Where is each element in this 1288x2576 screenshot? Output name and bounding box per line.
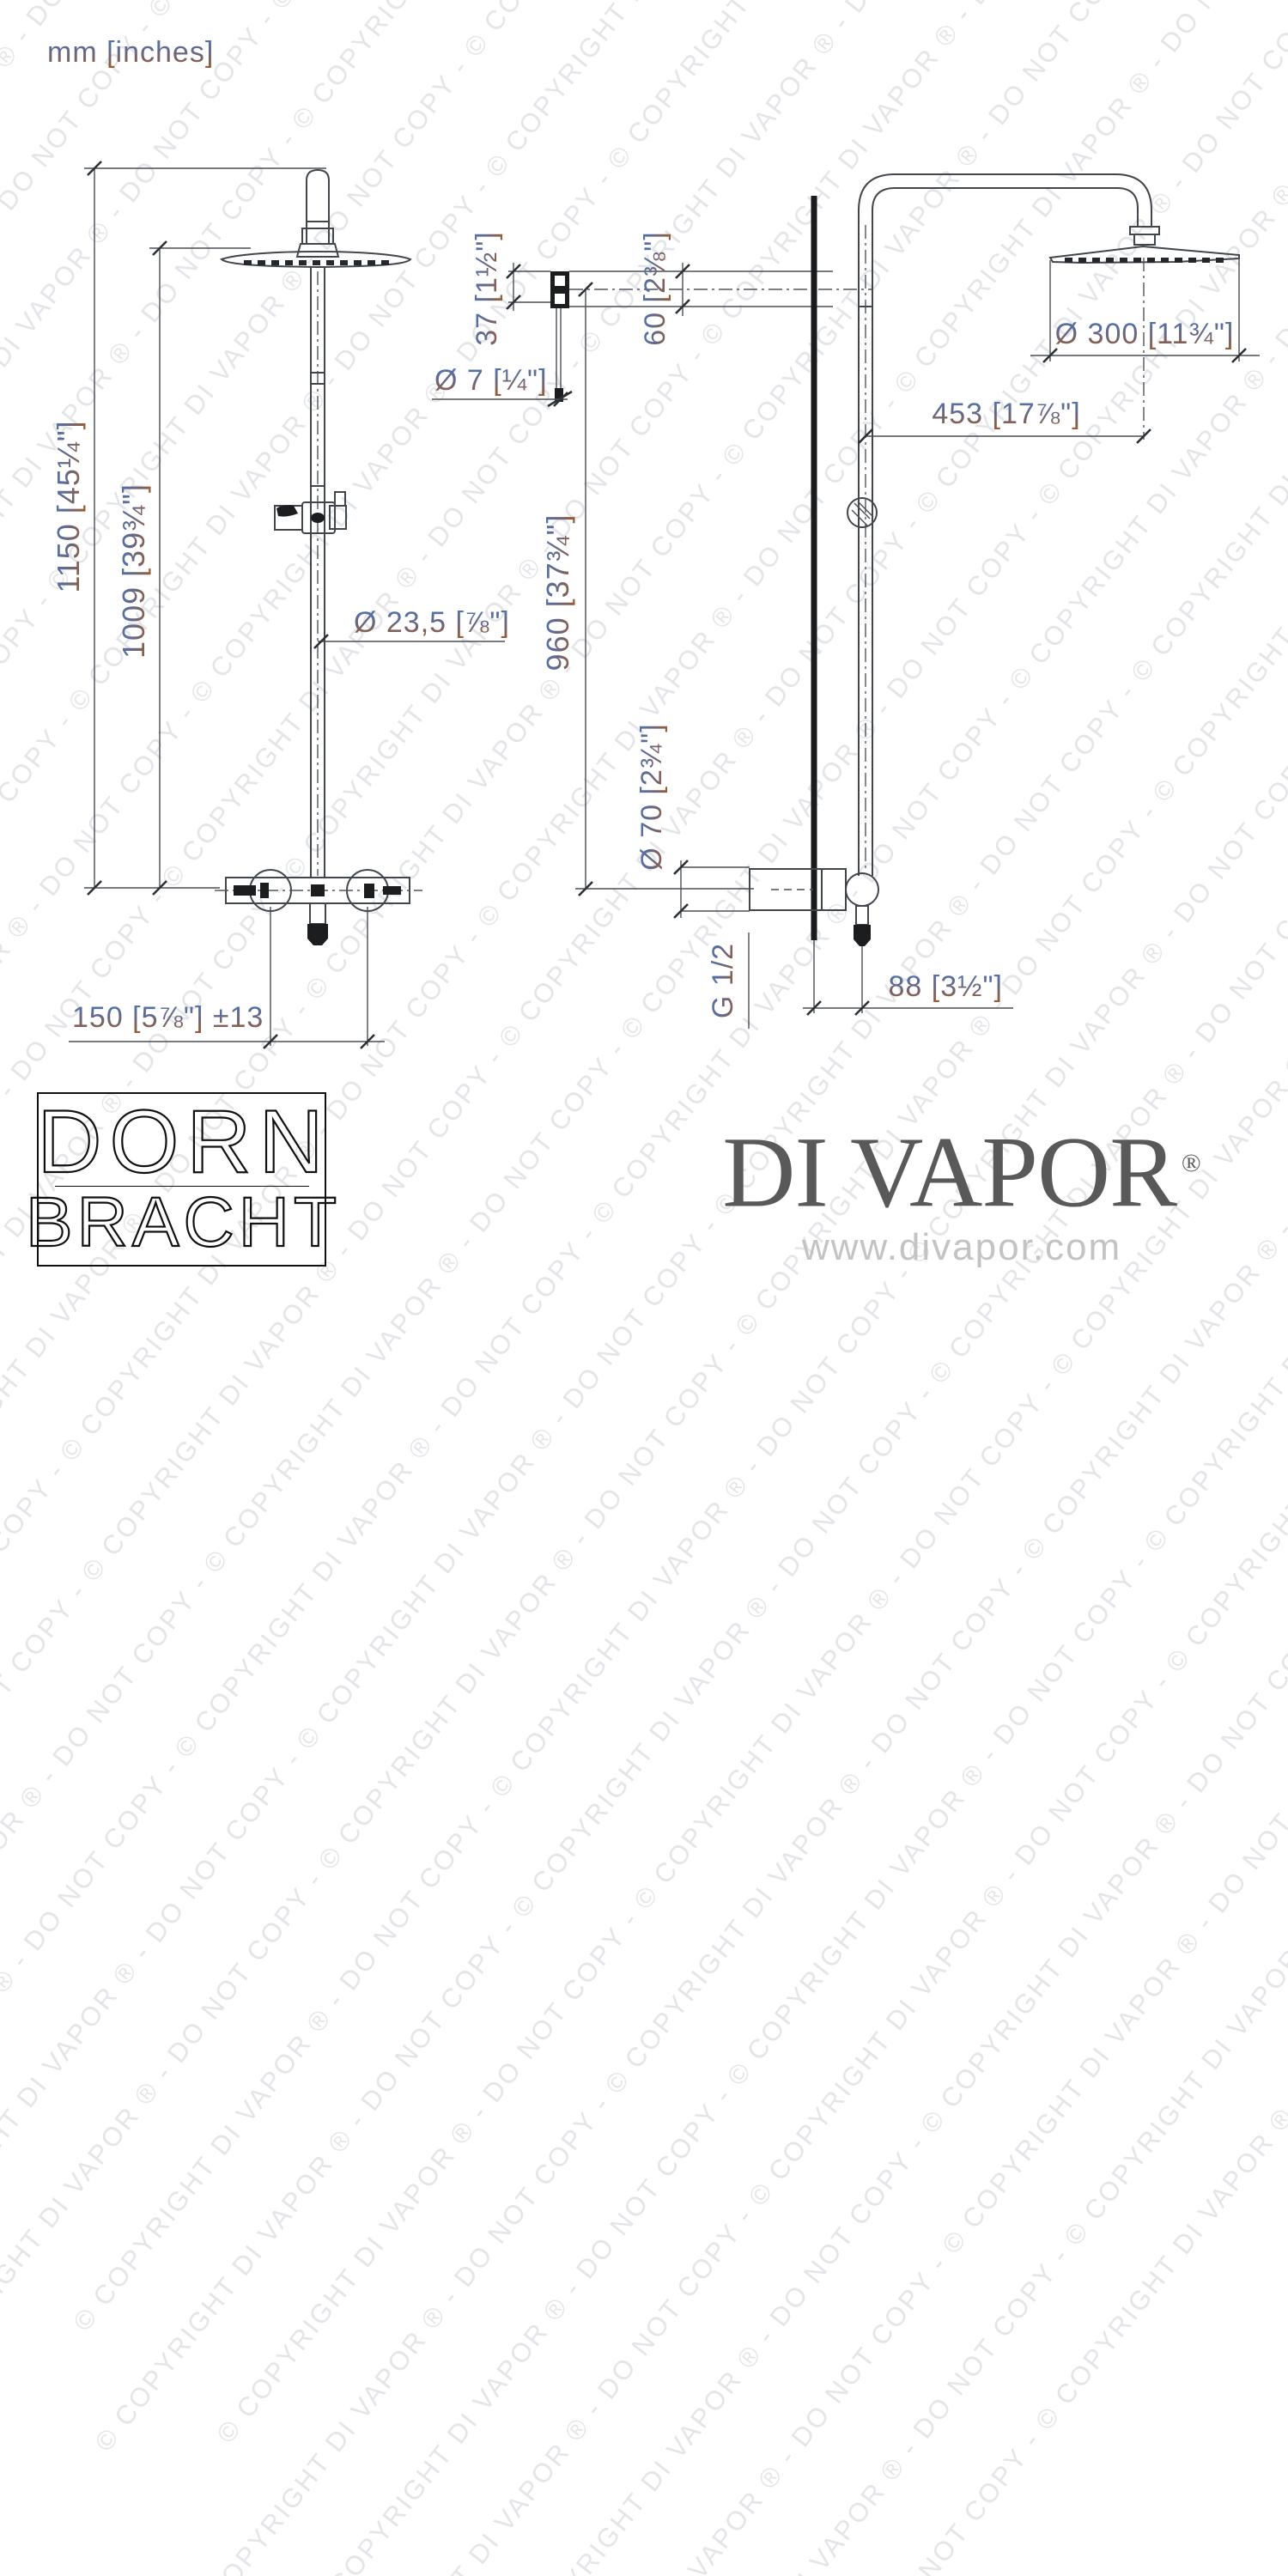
handset-slider-bracket xyxy=(274,491,347,534)
riser-and-arm-side xyxy=(847,173,1152,876)
dim-total-height-group: 1150 [45¼"] xyxy=(51,161,326,896)
thread-label-group: G 1/2 xyxy=(707,933,750,1029)
dornbracht-logo-divider xyxy=(54,1186,309,1187)
dim-arm-reach-label: 453 [17⅞"] xyxy=(932,398,1080,430)
dim-pin-diameter-group: Ø 7 [¼"] xyxy=(432,364,568,407)
divapor-logo-name: DI VAPOR® xyxy=(696,1116,1228,1223)
mixer-valve-side xyxy=(749,868,879,1013)
dornbracht-logo-line1: DORN xyxy=(36,1092,331,1192)
dim-head-diameter-label: Ø 300 [11¾"] xyxy=(1055,318,1235,350)
dim-riser-height-group: 960 [37¾"] xyxy=(540,282,754,896)
dim-bracket-height-group: 37 [1½"] xyxy=(471,231,550,346)
valve-handle-side xyxy=(845,872,879,907)
dim-elbow-height-label: 60 [2⅜"] xyxy=(639,231,671,346)
dim-valve-centres-label: 150 [5⅞"] ±13 xyxy=(72,1001,264,1034)
dim-bracket-height-label: 37 [1½"] xyxy=(471,231,503,346)
side-view: 60 [2⅜"] xyxy=(540,173,1260,1029)
hose-connector-side xyxy=(854,925,871,946)
dim-pipe-diameter-group: Ø 23,5 [⅞"] xyxy=(313,606,510,649)
dim-valve-diameter-group: Ø 70 [2¾"] xyxy=(635,723,750,919)
front-view: 1150 [45¼"] 1009 [39¾"] xyxy=(51,161,510,1049)
dim-arm-reach-group: 453 [17⅞"] xyxy=(858,398,1151,444)
shower-head-front xyxy=(220,251,412,269)
dim-total-height-label: 1150 [45¼"] xyxy=(51,420,86,592)
dim-wall-offset-group: 88 [3½"] xyxy=(803,970,1013,1016)
dim-pin-diameter-label: Ø 7 [¼"] xyxy=(434,364,548,397)
divapor-logo-text: DI VAPOR xyxy=(722,1115,1177,1229)
dim-pipe-diameter-label: Ø 23,5 [⅞"] xyxy=(354,606,510,639)
dornbracht-logo-line2: BRACHT xyxy=(25,1183,342,1261)
wall-bracket-detail: 37 [1½"] Ø 7 [¼"] xyxy=(432,231,573,408)
diverter-knob xyxy=(847,497,878,528)
divapor-logo: DI VAPOR® www.divapor.com xyxy=(696,1116,1228,1269)
hose-connector-front xyxy=(307,924,328,945)
units-label: mm [inches] xyxy=(47,36,214,69)
technical-drawing: mm [inches] 1150 [45¼"] 1009 [39¾"] xyxy=(47,36,1260,1049)
shower-head-side xyxy=(1048,226,1240,440)
dim-valve-centres-group: 150 [5⅞"] ±13 xyxy=(69,907,385,1049)
dim-valve-diameter-label: Ø 70 [2¾"] xyxy=(635,723,668,870)
dornbracht-logo: DORN BRACHT xyxy=(25,1092,337,1267)
dim-wall-offset-label: 88 [3½"] xyxy=(889,970,1004,1003)
dim-elbow-height-group: 60 [2⅜"] xyxy=(639,231,690,346)
riser-top-pipe xyxy=(295,168,340,258)
mixer-valve-front xyxy=(215,869,422,945)
website-url: www.divapor.com xyxy=(801,1226,1122,1269)
dim-riser-height-label: 960 [37¾"] xyxy=(540,514,575,671)
dim-head-diameter-group: Ø 300 [11¾"] xyxy=(1030,258,1260,363)
dim-head-height-group: 1009 [39¾"] xyxy=(116,240,251,896)
registered-trademark-symbol: ® xyxy=(1181,1149,1201,1177)
riser-pipe-front xyxy=(310,267,325,878)
dim-head-height-label: 1009 [39¾"] xyxy=(116,483,151,659)
thread-label: G 1/2 xyxy=(707,943,739,1018)
